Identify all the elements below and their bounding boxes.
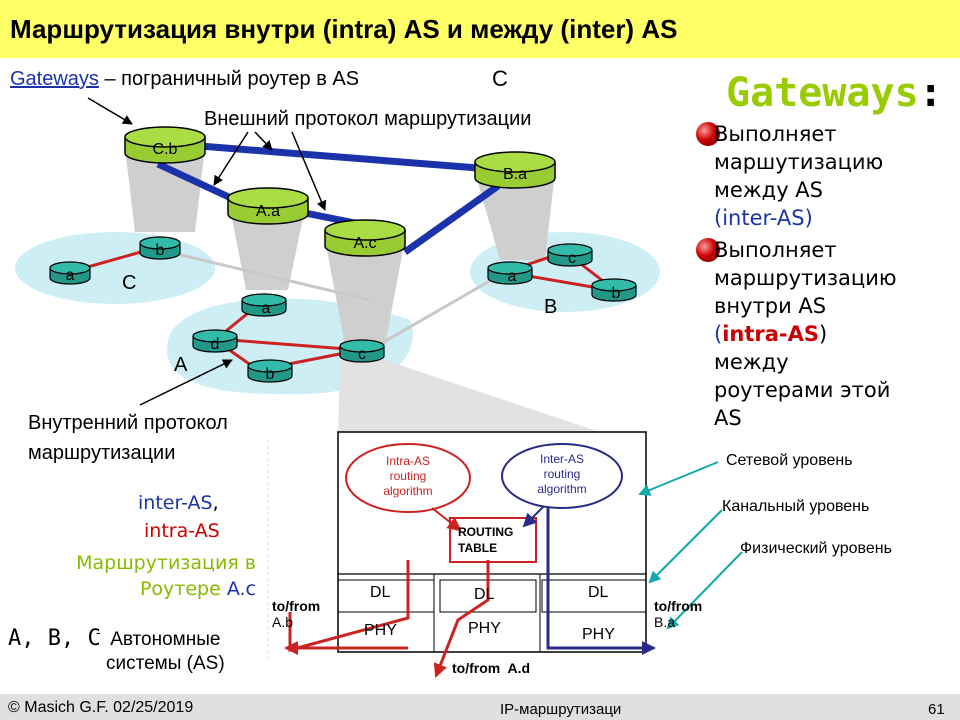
cone-cb	[125, 148, 205, 232]
footer-bar	[0, 694, 960, 720]
cone-ba	[475, 172, 555, 260]
svg-text:A.a: A.a	[256, 203, 280, 220]
router-cb: C.b	[124, 126, 206, 164]
as-c-cloud	[15, 232, 215, 304]
pointer-arrow	[213, 131, 249, 186]
svg-text:b: b	[612, 285, 621, 302]
cone-ac	[325, 240, 405, 345]
to-from-ba-label: to/from B.a	[654, 598, 703, 630]
title-bar	[0, 0, 960, 58]
legend-intra-as: intra-AS	[144, 520, 220, 542]
link-layer-label: Канальный уровень	[722, 498, 870, 515]
external-protocol-label: Внешний протокол маршрутизации	[204, 108, 532, 130]
inter-as-algorithm	[501, 443, 623, 509]
internal-protocol-line2: маршрутизации	[28, 442, 176, 464]
svg-text:a: a	[262, 300, 271, 317]
arrow-inter-table	[522, 505, 545, 528]
to-from-ad-label: to/from A.d	[452, 660, 531, 676]
intra-as-algorithm-label: Intra-AS routing algorithm	[383, 454, 433, 498]
routing-table-box	[449, 517, 537, 563]
dl-cell-right	[541, 579, 647, 613]
router-a-b: b	[247, 359, 293, 383]
svg-text:d: d	[211, 336, 220, 353]
arrow-to-ad	[433, 560, 490, 678]
footer-title: IP-маршрутизаци	[500, 701, 622, 718]
gateways-rest: – пограничный роутер в AS	[98, 68, 360, 90]
arrow-red-left-path	[288, 560, 410, 652]
router-b-a: a	[487, 261, 533, 285]
dl-label: DL	[370, 584, 391, 601]
svg-text:c: c	[568, 250, 576, 267]
legend-routing-in-router: Маршрутизация в Роутере A.c	[76, 552, 256, 600]
svg-text:C.b: C.b	[153, 141, 178, 158]
intra-link	[229, 338, 361, 352]
as-c-label: C	[122, 272, 137, 294]
gateways-as: C	[492, 66, 508, 91]
pointer-arrow	[291, 131, 327, 211]
layer-arrow-network	[638, 461, 719, 496]
router-b-c: c	[547, 243, 593, 267]
inter-as-algorithm-label: Inter-AS routing algorithm	[537, 452, 587, 496]
svg-text:c: c	[358, 346, 366, 363]
bullet-icon	[696, 122, 720, 146]
gateways-term: Gateways	[10, 68, 99, 90]
legend-as-dash: -	[96, 624, 101, 640]
svg-text:a: a	[508, 268, 517, 285]
gray-link	[159, 248, 371, 302]
dl-label: DL	[474, 586, 495, 603]
gray-link	[369, 273, 501, 352]
svg-text:b: b	[156, 242, 165, 259]
inter-link-cb-ba	[199, 142, 479, 172]
router-c-b: b	[139, 236, 181, 260]
layer-arrow-physical	[666, 551, 743, 630]
pointer-arrow	[87, 97, 133, 125]
router-b-b: b	[591, 278, 637, 302]
router-ac: A.c	[324, 219, 406, 257]
as-b-label: B	[544, 296, 558, 318]
legend-autonomous-systems: Автономные системы (AS)	[106, 629, 225, 674]
layer-arrow-link	[648, 509, 723, 584]
to-from-ab-label: to/from A.b	[272, 598, 321, 630]
router-a-c: c	[339, 339, 385, 363]
router-c-a: a	[49, 261, 91, 285]
footer-copyright: © Masich G.F. 02/25/2019	[8, 699, 194, 716]
page-number: 61	[928, 701, 945, 718]
cone-aa	[230, 208, 305, 290]
svg-text:b: b	[266, 366, 275, 383]
internal-protocol-label: Внутренний протокол маршрутизации	[28, 408, 228, 468]
svg-text:B.a: B.a	[503, 166, 527, 183]
intra-as-algorithm	[345, 443, 471, 513]
phy-label: PHY	[582, 626, 615, 643]
phy-label: PHY	[364, 622, 397, 639]
gateways-heading: Gateways:	[726, 70, 943, 116]
svg-text:A.c: A.c	[353, 235, 376, 252]
physical-layer-label: Физический уровень	[740, 540, 892, 557]
inter-link-ac-ba	[402, 183, 501, 255]
legend-as-letters: A, B, C	[8, 626, 101, 651]
slide-title: Маршрутизация внутри (intra) AS и между …	[10, 14, 678, 44]
router-a-a: a	[241, 293, 287, 317]
pointer-arrow	[139, 359, 233, 406]
router-aa: A.a	[227, 187, 309, 225]
pointer-arrow	[254, 131, 273, 151]
network-layer-label: Сетевой уровень	[726, 452, 853, 469]
dl-label: DL	[588, 584, 609, 601]
as-a-label: A	[174, 354, 188, 376]
router-a-d: d	[192, 329, 238, 353]
legend-inter-as: inter-AS,	[138, 492, 219, 514]
phy-label: PHY	[468, 620, 501, 637]
arrow-intra-table	[431, 507, 462, 532]
bullet-icon	[696, 238, 720, 262]
gateways-definition: Gateways – пограничный роутер в AS	[10, 68, 359, 91]
internal-protocol-line1: Внутренний протокол	[28, 412, 228, 434]
svg-text:a: a	[66, 267, 75, 284]
arrow-to-ba	[546, 508, 656, 655]
gateways-item-1: Выполняет маршутизацию между AS (inter-A…	[714, 122, 884, 230]
router-ba: B.a	[474, 151, 556, 189]
routing-table-label: ROUTING TABLE	[458, 525, 514, 555]
zoom-cone	[338, 360, 600, 432]
gateways-item-2: Выполняет маршрутизацию внутри AS (intra…	[714, 238, 897, 430]
